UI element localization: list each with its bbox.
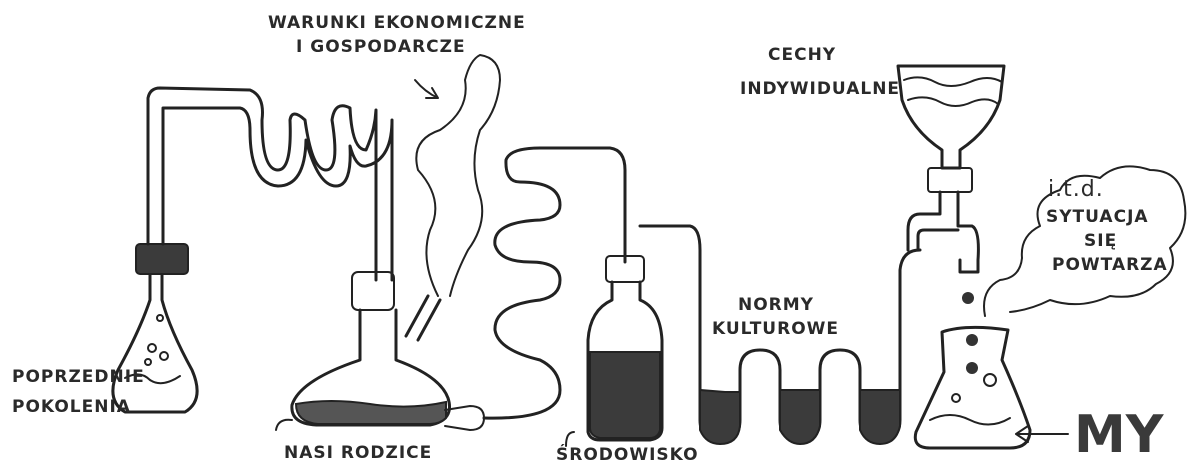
- previous-label-line1: POPRZEDNIE: [12, 367, 145, 387]
- us-arrow: [1016, 426, 1068, 442]
- norms-liquid-2: [780, 390, 820, 444]
- individual-label-line2: INDYWIDUALNE: [740, 79, 900, 99]
- repeat-label-line3: SIĘ: [1084, 231, 1117, 251]
- environment-label: ŚRODOWISKO: [556, 443, 699, 465]
- parents-flask: [292, 272, 484, 430]
- parents-label: NASI RODZICE: [284, 443, 432, 463]
- economic-label-line1: WARUNKI EKONOMICZNE: [268, 13, 526, 33]
- individual-traits-funnel: [898, 66, 1004, 304]
- environment-flask: [588, 226, 700, 440]
- norms-liquid-3: [860, 390, 900, 444]
- economic-label-line2: I GOSPODARCZE: [296, 37, 466, 57]
- norms-label-line1: NORMY: [738, 295, 814, 315]
- environment-arrow: [566, 432, 574, 446]
- parents-outlet: [445, 406, 484, 430]
- flask-stopper: [136, 244, 188, 274]
- norms-label-line2: KULTUROWE: [712, 319, 839, 339]
- parents-stopper: [352, 272, 394, 310]
- previous-label-line2: POKOLENIA: [12, 397, 131, 417]
- norms-liquid-1: [700, 390, 740, 444]
- cultural-norms-tubes: [700, 250, 920, 444]
- norms-to-funnel-tube: [918, 230, 958, 250]
- us-beaker: [915, 327, 1030, 448]
- repeat-label-line1: i.t.d.: [1048, 177, 1104, 202]
- parents-arrow: [276, 420, 292, 430]
- individual-label-line1: CECHY: [768, 45, 836, 65]
- parents-sediment: [296, 401, 446, 424]
- economic-smoke: [416, 55, 500, 296]
- economic-arrow: [415, 80, 438, 98]
- environment-content: [590, 352, 660, 438]
- repeat-label-line2: SYTUACJA: [1046, 207, 1149, 227]
- repeat-label-line4: POWTARZA: [1052, 255, 1168, 275]
- us-label: MY: [1074, 405, 1165, 465]
